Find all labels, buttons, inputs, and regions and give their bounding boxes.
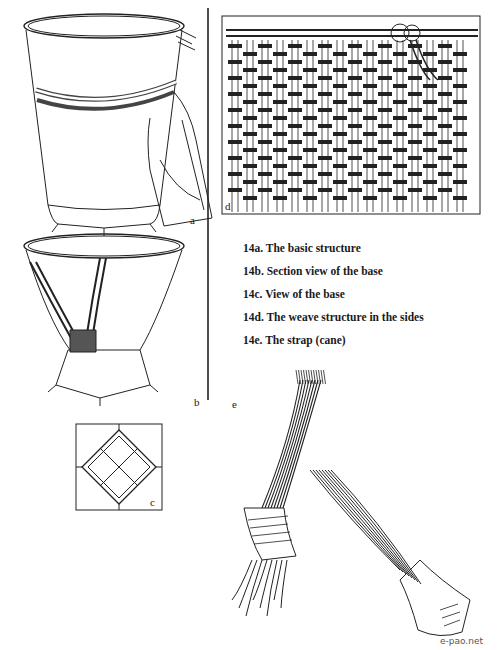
figure-caption: 14e. The strap (cane) bbox=[243, 334, 346, 346]
figure-letter: d bbox=[225, 200, 231, 212]
figure-letter: b bbox=[194, 396, 200, 408]
figure-caption: 14a. The basic structure bbox=[243, 242, 361, 254]
figure-letter: a bbox=[190, 214, 195, 226]
figure-letter: e bbox=[232, 398, 237, 410]
figure-caption: 14c. View of the base bbox=[243, 288, 345, 300]
figure-caption: 14d. The weave structure in the sides bbox=[243, 311, 424, 323]
figure-caption: 14b. Section view of the base bbox=[243, 265, 383, 277]
watermark: e-pao.net bbox=[440, 636, 483, 646]
figure-letter: c bbox=[150, 496, 155, 508]
